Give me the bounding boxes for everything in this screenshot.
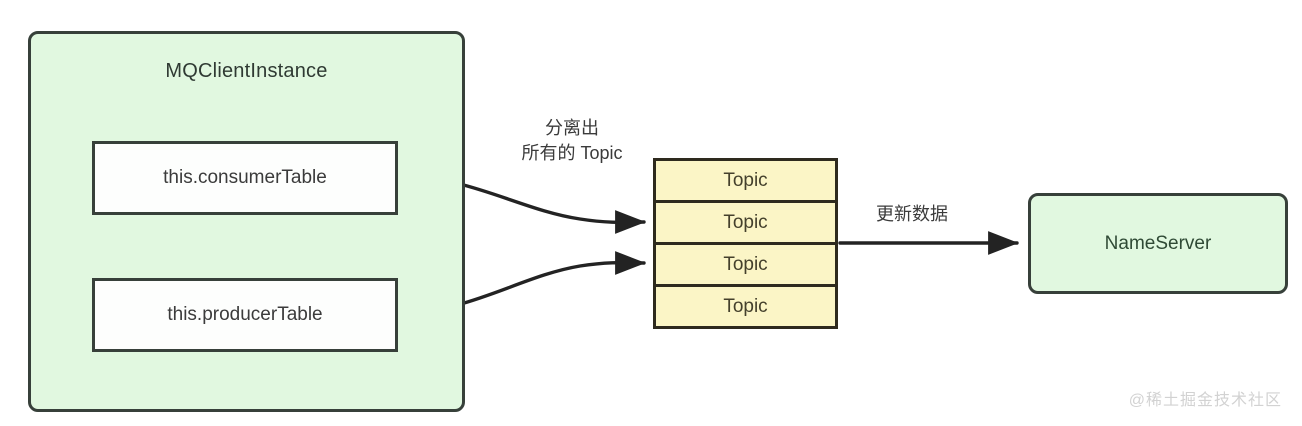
separate-topics-label: 分离出 所有的 Topic (497, 116, 647, 166)
nameserver-label: NameServer (1104, 232, 1212, 254)
topic-row-label: Topic (723, 253, 768, 275)
producer-table-label: this.producerTable (167, 304, 323, 325)
topic-row[interactable]: Topic (656, 203, 835, 245)
separate-topics-label-line1: 分离出 (545, 118, 599, 138)
update-data-label: 更新数据 (876, 204, 948, 224)
watermark: @稀土掘金技术社区 (1128, 392, 1282, 409)
producer-table-box[interactable]: this.producerTable (92, 278, 398, 352)
topic-row[interactable]: Topic (656, 287, 835, 326)
topic-row-label: Topic (723, 169, 768, 191)
topic-row-label: Topic (723, 211, 768, 233)
separate-topics-label-line2: 所有的 Topic (521, 143, 623, 163)
consumer-table-box[interactable]: this.consumerTable (92, 141, 398, 215)
topic-row[interactable]: Topic (656, 161, 835, 203)
topic-row-label: Topic (723, 295, 768, 317)
mqclientinstance-title: MQClientInstance (165, 60, 328, 82)
topic-row[interactable]: Topic (656, 245, 835, 287)
topic-stack: Topic Topic Topic Topic (653, 158, 838, 329)
mqclientinstance-container (28, 31, 465, 412)
nameserver-box[interactable]: NameServer (1028, 193, 1288, 294)
consumer-table-label: this.consumerTable (163, 167, 327, 188)
